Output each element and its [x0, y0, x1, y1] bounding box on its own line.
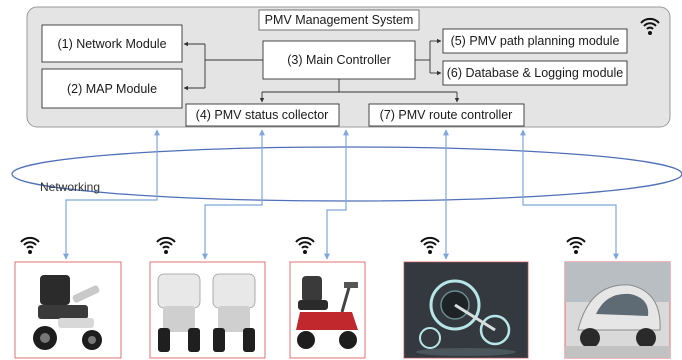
vehicle-photo-wheelchair	[14, 261, 122, 359]
system-title: PMV Management System	[265, 13, 414, 27]
route-controller-box	[368, 103, 525, 127]
status-collector-box	[185, 103, 340, 127]
wifi-icon	[156, 236, 176, 254]
network-links	[63, 129, 619, 260]
path-planning-module-label: (5) PMV path planning module	[451, 34, 620, 48]
route-controller-label: (7) PMV route controller	[380, 108, 513, 122]
status-collector-label: (4) PMV status collector	[196, 108, 329, 122]
wifi-icon	[20, 236, 40, 254]
wifi-icon	[420, 236, 440, 254]
vehicle-wifi-icons	[20, 236, 586, 254]
map-module-box	[41, 68, 183, 109]
system-title-box	[258, 9, 420, 31]
vehicle-photo-micro-vehicle	[403, 261, 529, 359]
wifi-icon	[295, 236, 315, 254]
vehicle-photo-mobility-pods	[149, 261, 266, 359]
map-module-label: (2) MAP Module	[67, 82, 157, 96]
internal-connectors	[183, 38, 460, 103]
wifi-icon	[640, 17, 660, 35]
path-planning-module-box	[442, 28, 628, 54]
network-module-label: (1) Network Module	[57, 37, 166, 51]
network-module-box	[41, 24, 183, 63]
database-logging-module-box	[442, 60, 628, 86]
main-controller-label: (3) Main Controller	[287, 53, 391, 67]
database-logging-module-label: (6) Database & Logging module	[447, 66, 624, 80]
networking-label: Networking	[40, 180, 100, 194]
vehicle-photo-red-scooter	[289, 261, 366, 359]
wifi-icon	[566, 236, 586, 254]
vehicle-photo-three-wheel-pod	[564, 261, 671, 359]
networking-ellipse	[11, 146, 682, 202]
